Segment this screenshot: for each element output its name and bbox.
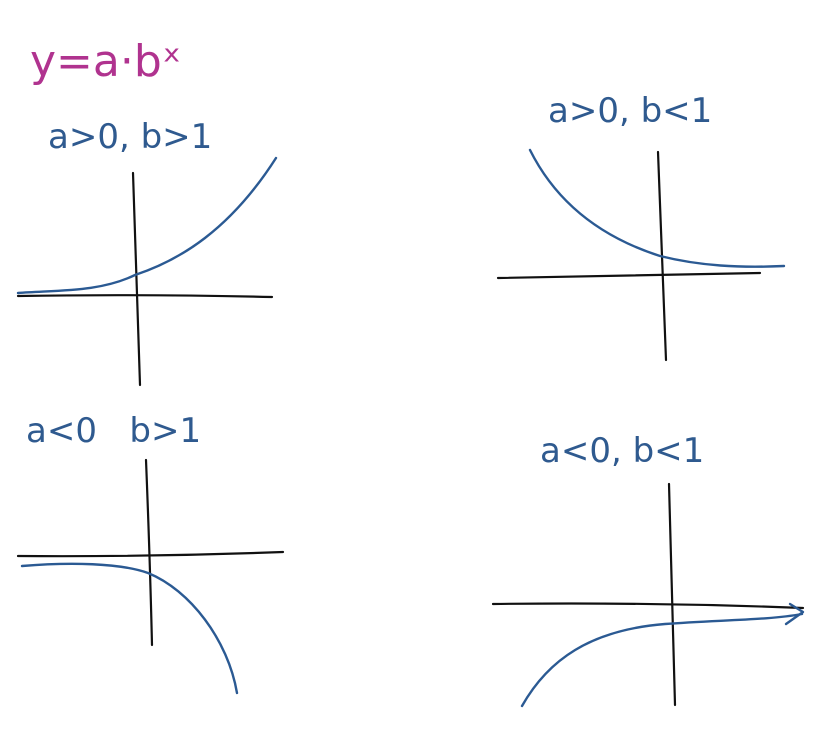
x-axis — [496, 271, 762, 280]
exponential-curve — [20, 562, 239, 695]
exponential-curve — [16, 156, 278, 295]
y-axis — [667, 482, 677, 707]
panel-bottom-left — [16, 458, 285, 695]
x-axis — [16, 294, 274, 299]
formula-title: y=a·bˣ — [30, 36, 181, 87]
arrowhead — [784, 602, 805, 626]
panel-label-top-right: a>0, b<1 — [548, 91, 712, 131]
exponential-curve — [520, 612, 804, 708]
panel-label-bottom-left: a<0 b>1 — [26, 411, 201, 451]
panel-top-left — [16, 156, 278, 387]
panel-top-right — [496, 148, 786, 362]
y-axis — [656, 150, 668, 362]
y-axis — [144, 458, 154, 647]
exponential-curve — [528, 148, 786, 268]
panel-label-top-left: a>0, b>1 — [48, 117, 212, 157]
panel-label-bottom-right: a<0, b<1 — [540, 431, 704, 471]
panel-bottom-right — [491, 482, 805, 708]
y-axis — [131, 171, 142, 387]
x-axis — [491, 602, 805, 610]
